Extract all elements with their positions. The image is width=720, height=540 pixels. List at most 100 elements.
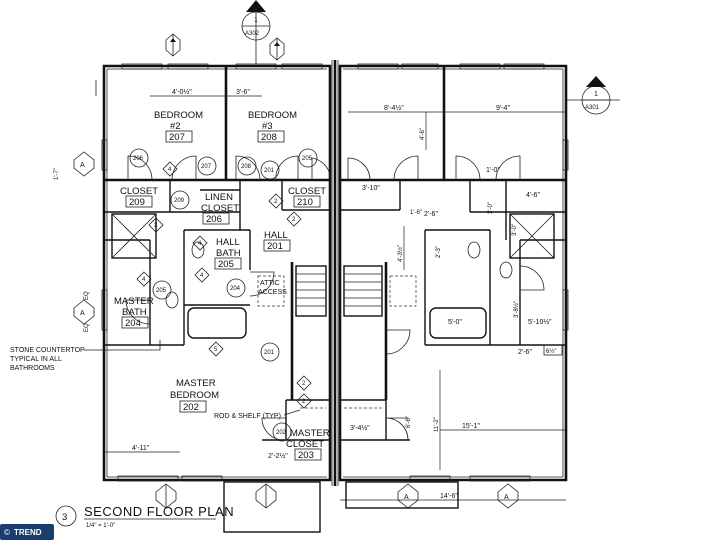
party-wall bbox=[331, 60, 339, 486]
svg-text:CLOSET: CLOSET bbox=[286, 439, 324, 450]
svg-text:A: A bbox=[404, 494, 409, 501]
svg-text:3: 3 bbox=[154, 223, 158, 229]
svg-text:210: 210 bbox=[297, 197, 313, 208]
bath-fixtures bbox=[111, 213, 555, 409]
svg-text:4: 4 bbox=[168, 167, 172, 173]
svg-text:208: 208 bbox=[241, 164, 252, 170]
room-master-bedroom: MASTER BEDROOM 202 bbox=[170, 378, 219, 413]
door-tags: 206 207 208 209 201 205 204 205 201 202 bbox=[129, 148, 318, 442]
svg-text:SECOND FLOOR PLAN: SECOND FLOOR PLAN bbox=[84, 504, 234, 519]
svg-text:MASTER: MASTER bbox=[114, 296, 154, 307]
svg-text:2: 2 bbox=[274, 199, 278, 205]
svg-text:A: A bbox=[504, 494, 509, 501]
svg-text:205: 205 bbox=[218, 259, 234, 270]
svg-text:2'-6": 2'-6" bbox=[424, 211, 438, 218]
svg-text:#3: #3 bbox=[262, 121, 273, 132]
svg-text:8'-4½": 8'-4½" bbox=[384, 104, 404, 112]
svg-text:1'-7": 1'-7" bbox=[54, 168, 60, 180]
svg-text:6½": 6½" bbox=[546, 348, 556, 355]
svg-text:1/4" = 1'-0": 1/4" = 1'-0" bbox=[86, 523, 115, 529]
svg-text:1: 1 bbox=[254, 17, 258, 24]
stairs-right bbox=[343, 265, 383, 317]
svg-text:BATH: BATH bbox=[122, 307, 147, 318]
svg-text:204: 204 bbox=[125, 318, 141, 329]
room-master-bath: MASTER BATH 204 bbox=[114, 296, 154, 329]
svg-text:201: 201 bbox=[267, 241, 283, 252]
room-closet-210: CLOSET 210 bbox=[288, 186, 326, 208]
room-bedroom-3: BEDROOM #3 208 bbox=[248, 110, 297, 143]
svg-text:208: 208 bbox=[261, 132, 277, 143]
svg-text:4: 4 bbox=[198, 241, 202, 247]
room-hall-bath: HALL BATH 205 bbox=[214, 237, 242, 270]
svg-text:209: 209 bbox=[129, 197, 145, 208]
svg-text:MASTER: MASTER bbox=[290, 428, 330, 439]
svg-text:14'-6": 14'-6" bbox=[440, 493, 458, 500]
porch-outlines bbox=[95, 80, 459, 533]
svg-text:201: 201 bbox=[264, 168, 275, 174]
countertop-note: STONE COUNTERTOP TYPICAL IN ALL BATHROOM… bbox=[10, 340, 161, 372]
svg-text:3: 3 bbox=[62, 512, 67, 523]
svg-text:CLOSET: CLOSET bbox=[120, 186, 158, 197]
svg-text:2'-2½": 2'-2½" bbox=[268, 452, 288, 460]
elevation-markers: A A A A bbox=[73, 33, 519, 509]
svg-text:4'-6": 4'-6" bbox=[420, 128, 426, 140]
door-swings bbox=[125, 155, 545, 441]
window-tags: 4 2 2 3 4 4 4 5 2 2 bbox=[136, 161, 312, 409]
svg-text:5'-10½": 5'-10½" bbox=[528, 318, 552, 326]
drawing-title-block: 3 SECOND FLOOR PLAN 1/4" = 1'-0" bbox=[55, 504, 234, 529]
svg-text:HALL: HALL bbox=[216, 237, 240, 248]
svg-text:3'-6": 3'-6" bbox=[236, 89, 250, 96]
section-marker-top: 1 A302 bbox=[241, 0, 271, 64]
svg-text:11'-2": 11'-2" bbox=[434, 417, 440, 432]
svg-text:6'-6": 6'-6" bbox=[406, 416, 412, 428]
svg-text:15'-1": 15'-1" bbox=[462, 423, 480, 430]
svg-text:5'-0": 5'-0" bbox=[448, 319, 462, 326]
stairs-left bbox=[295, 265, 327, 317]
svg-text:HALL: HALL bbox=[264, 230, 288, 241]
svg-text:206: 206 bbox=[206, 214, 222, 225]
room-closet-209: CLOSET 209 bbox=[120, 186, 158, 208]
svg-text:EQ: EQ bbox=[84, 323, 90, 332]
svg-text:STONE COUNTERTOP: STONE COUNTERTOP bbox=[10, 347, 85, 354]
room-master-closet: MASTER CLOSET 203 bbox=[286, 428, 330, 461]
svg-text:202: 202 bbox=[276, 430, 287, 436]
eq-notes: EQ EQ bbox=[84, 291, 90, 332]
svg-text:4: 4 bbox=[142, 277, 146, 283]
svg-text:#2: #2 bbox=[170, 121, 181, 132]
svg-text:A302: A302 bbox=[245, 31, 260, 37]
svg-text:BEDROOM: BEDROOM bbox=[248, 110, 297, 121]
svg-text:3'-10": 3'-10" bbox=[362, 185, 380, 192]
svg-text:ROD & SHELF (TYP): ROD & SHELF (TYP) bbox=[214, 413, 281, 420]
svg-text:1'-0": 1'-0" bbox=[486, 167, 500, 174]
svg-text:4'-6": 4'-6" bbox=[526, 192, 540, 199]
room-bedroom-2: BEDROOM #2 207 bbox=[154, 110, 203, 143]
svg-text:206: 206 bbox=[133, 156, 144, 162]
svg-text:4'-3½": 4'-3½" bbox=[397, 245, 404, 262]
svg-text:205: 205 bbox=[302, 156, 313, 162]
room-hall: HALL 201 bbox=[263, 230, 291, 252]
svg-text:CLOSET: CLOSET bbox=[288, 186, 326, 197]
trend-watermark: TREND © bbox=[0, 524, 54, 540]
svg-text:A301: A301 bbox=[585, 105, 600, 111]
svg-text:207: 207 bbox=[201, 164, 212, 170]
svg-text:MASTER: MASTER bbox=[176, 378, 216, 389]
svg-text:205: 205 bbox=[156, 288, 167, 294]
svg-text:LINEN: LINEN bbox=[205, 192, 233, 203]
room-linen-closet: LINEN CLOSET 206 bbox=[201, 192, 239, 225]
svg-text:4: 4 bbox=[200, 273, 204, 279]
svg-text:A: A bbox=[80, 310, 85, 317]
svg-text:4'-0½": 4'-0½" bbox=[172, 88, 192, 96]
svg-text:TREND: TREND bbox=[14, 528, 42, 537]
svg-text:2'-6": 2'-6" bbox=[518, 349, 532, 356]
svg-text:9'-4": 9'-4" bbox=[496, 105, 510, 112]
svg-text:ACCESS: ACCESS bbox=[258, 289, 287, 296]
svg-text:TYPICAL IN ALL: TYPICAL IN ALL bbox=[10, 356, 62, 363]
svg-text:2: 2 bbox=[302, 399, 306, 405]
svg-text:201: 201 bbox=[264, 350, 275, 356]
svg-text:5: 5 bbox=[214, 347, 218, 353]
svg-text:203: 203 bbox=[298, 450, 314, 461]
svg-text:CLOSET: CLOSET bbox=[201, 203, 239, 214]
svg-text:4'-11": 4'-11" bbox=[132, 445, 150, 452]
svg-text:2: 2 bbox=[302, 381, 306, 387]
